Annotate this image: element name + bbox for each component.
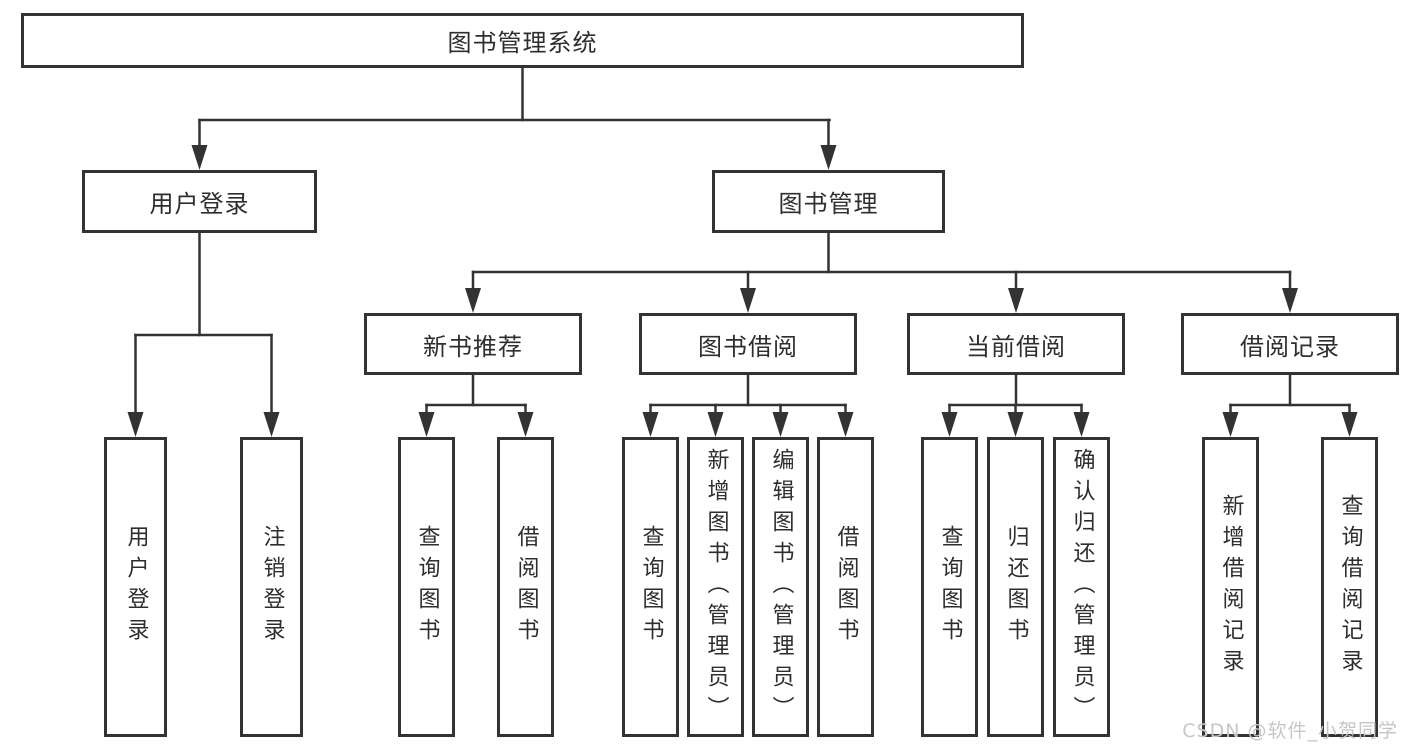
connector-user-login-children <box>127 231 280 437</box>
leaf-user-login: 用户登录 <box>104 437 167 737</box>
arrow-down-icon <box>517 412 534 437</box>
arrow-down-icon <box>191 145 208 170</box>
leaf-query-books-borrow: 查询图书 <box>622 437 679 737</box>
arrow-down-icon <box>465 288 481 313</box>
connector-current-borrow-children <box>941 373 1090 437</box>
arrow-down-icon <box>1008 288 1024 313</box>
leaf-add-borrow-record: 新增借阅记录 <box>1202 437 1259 737</box>
leaf-label: 借阅图书 <box>833 525 859 649</box>
leaf-confirm-return-admin: 确认归还（管理员） <box>1053 437 1110 737</box>
arrow-down-icon <box>820 145 837 170</box>
arrow-down-icon <box>127 412 144 437</box>
leaf-add-book-admin: 新增图书（管理员） <box>687 437 744 737</box>
arrow-down-icon <box>642 412 659 437</box>
arrow-down-icon <box>837 412 854 437</box>
leaf-query-books-recommend: 查询图书 <box>398 437 455 737</box>
node-book-management: 图书管理 <box>712 170 945 233</box>
connector-root-children <box>191 66 837 170</box>
leaf-label: 新增图书（管理员） <box>703 447 729 727</box>
node-current-borrow: 当前借阅 <box>907 313 1125 375</box>
leaf-label: 归还图书 <box>1003 525 1029 649</box>
leaf-label: 注销登录 <box>259 525 285 649</box>
leaf-label: 借阅图书 <box>513 525 539 649</box>
arrow-down-icon <box>1282 288 1298 313</box>
connector-book-management-children <box>465 231 1298 313</box>
leaf-borrow-books: 借阅图书 <box>817 437 874 737</box>
node-library-management-system: 图书管理系统 <box>21 13 1024 68</box>
watermark-text: CSDN @软件_小贺同学 <box>1182 720 1398 742</box>
arrow-down-icon <box>418 412 435 437</box>
leaf-label: 用户登录 <box>123 525 149 649</box>
arrow-down-icon <box>263 412 280 437</box>
leaf-return-book: 归还图书 <box>987 437 1044 737</box>
leaf-label: 编辑图书（管理员） <box>768 447 794 727</box>
leaf-query-borrow-record: 查询借阅记录 <box>1321 437 1378 737</box>
arrow-down-icon <box>1341 412 1358 437</box>
connector-borrow-records-children <box>1222 373 1358 437</box>
arrow-down-icon <box>707 412 724 437</box>
arrow-down-icon <box>1222 412 1239 437</box>
leaf-label: 查询图书 <box>638 525 664 649</box>
leaf-label: 确认归还（管理员） <box>1069 447 1095 727</box>
leaf-label: 查询图书 <box>937 525 963 649</box>
leaf-label: 查询借阅记录 <box>1337 494 1363 680</box>
leaf-query-books-current: 查询图书 <box>921 437 978 737</box>
leaf-borrow-books-recommend: 借阅图书 <box>497 437 554 737</box>
arrow-down-icon <box>772 412 789 437</box>
arrow-down-icon <box>740 288 756 313</box>
node-user-login: 用户登录 <box>82 170 317 233</box>
connector-book-borrow-children <box>642 373 854 437</box>
leaf-edit-book-admin: 编辑图书（管理员） <box>752 437 809 737</box>
arrow-down-icon <box>941 412 958 437</box>
node-borrow-records: 借阅记录 <box>1181 313 1399 375</box>
node-book-borrow: 图书借阅 <box>639 313 857 375</box>
leaf-label: 新增借阅记录 <box>1218 494 1244 680</box>
leaf-label: 查询图书 <box>414 525 440 649</box>
node-new-book-recommend: 新书推荐 <box>364 313 582 375</box>
connector-new-book-recommend-children <box>418 373 534 437</box>
leaf-logout: 注销登录 <box>240 437 303 737</box>
arrow-down-icon <box>1073 412 1090 437</box>
arrow-down-icon <box>1007 412 1024 437</box>
